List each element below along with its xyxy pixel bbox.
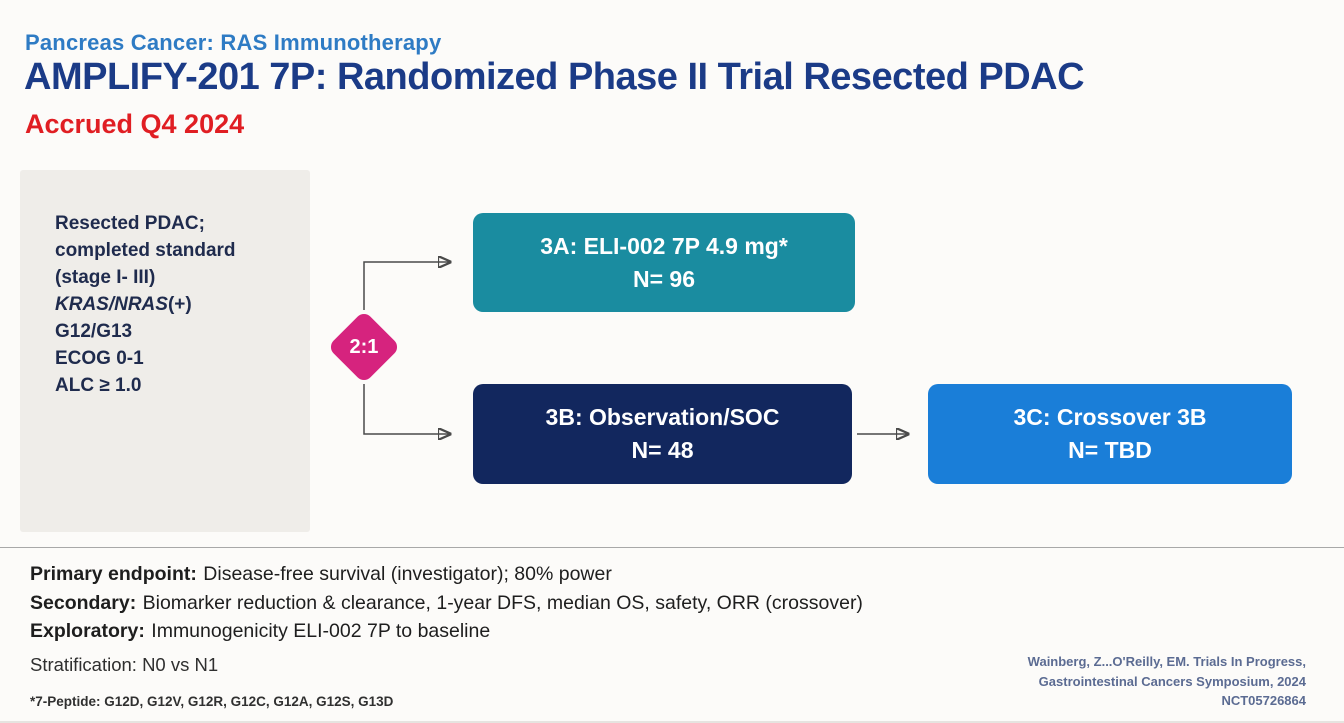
arm-3b-n: N= 48: [631, 437, 694, 463]
randomization-diamond: 2:1: [327, 310, 401, 384]
arm-3c-n: N= TBD: [1068, 437, 1152, 463]
stratification-note: Stratification: N0 vs N1: [30, 653, 219, 675]
arm-3c-label: 3C: Crossover 3B: [1013, 404, 1207, 430]
arm-3b-label: 3B: Observation/SOC: [545, 404, 780, 430]
section-divider: [0, 547, 1344, 548]
arm-3a-n: N= 96: [632, 265, 695, 292]
accrual-status: Accrued Q4 2024: [25, 109, 245, 139]
endpoint-primary: Primary endpoint:Disease-free survival (…: [30, 563, 612, 585]
criterion-alc: ALC ≥ 1.0: [55, 375, 142, 396]
endpoints-section: Primary endpoint:Disease-free survival (…: [30, 560, 863, 717]
slide-kicker: Pancreas Cancer: RAS Immunotherapy: [25, 30, 442, 55]
citation-nct-number: NCT05726864: [1221, 693, 1306, 708]
arm-3a-box: 3A: ELI-002 7P 4.9 mg* N= 96: [473, 213, 855, 312]
endpoint-secondary: Secondary:Biomarker reduction & clearanc…: [30, 591, 863, 614]
criterion-kras-nras: KRAS/NRAS(+) G12/G13: [55, 294, 192, 342]
arm-3a-label: 3A: ELI-002 7P 4.9 mg*: [540, 232, 788, 259]
eligibility-panel: Resected PDAC; completed standard (stage…: [20, 170, 310, 532]
criterion-ecog: ECOG 0-1: [55, 348, 144, 369]
citation-line-2: Gastrointestinal Cancers Symposium, 2024: [1038, 673, 1306, 689]
arrow-to-arm-3b: [363, 384, 450, 434]
criterion-resected-pdac: Resected PDAC; completed standard (stage…: [55, 213, 236, 288]
arm-3b-box: 3B: Observation/SOC N= 48: [473, 384, 852, 484]
slide-title: AMPLIFY-201 7P: Randomized Phase II Tria…: [24, 56, 1085, 98]
arrow-to-arm-3a: [363, 262, 450, 310]
arm-3c-box: 3C: Crossover 3B N= TBD: [928, 384, 1292, 484]
peptide-footnote: *7-Peptide: G12D, G12V, G12R, G12C, G12A…: [30, 694, 394, 709]
citation: Wainberg, Z...O'Reilly, EM. Trials In Pr…: [1028, 652, 1306, 711]
citation-line-1: Wainberg, Z...O'Reilly, EM. Trials In Pr…: [1027, 654, 1306, 669]
randomization-ratio: 2:1: [349, 335, 379, 358]
endpoint-exploratory: Exploratory:Immunogenicity ELI-002 7P to…: [30, 620, 491, 642]
